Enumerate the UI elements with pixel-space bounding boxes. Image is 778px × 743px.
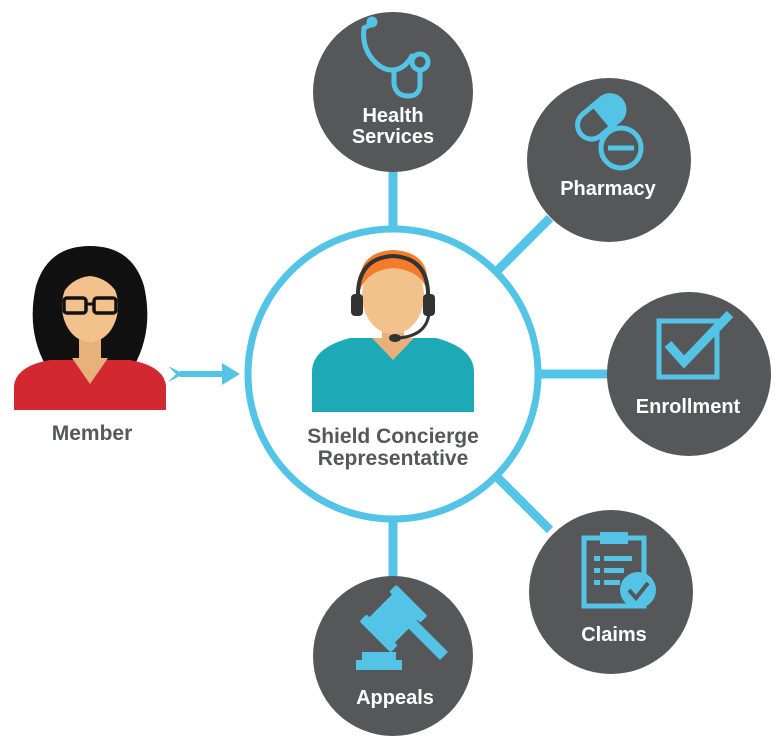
claims-node bbox=[529, 510, 693, 674]
pharmacy-label: Pharmacy bbox=[560, 178, 656, 200]
center-label-line1: Shield Concierge bbox=[307, 425, 479, 448]
woman-with-glasses-icon bbox=[14, 246, 166, 410]
member-label: Member bbox=[51, 422, 133, 445]
health-services-label-line1: Health bbox=[362, 105, 424, 127]
health-services-label: Health Services bbox=[318, 106, 468, 148]
checkbox-check-icon bbox=[656, 310, 734, 380]
enrollment-node bbox=[607, 292, 771, 456]
center-label: Shield Concierge Representative bbox=[273, 425, 513, 471]
enrollment-label: Enrollment bbox=[635, 396, 741, 418]
claims-label: Claims bbox=[581, 624, 647, 646]
health-services-node bbox=[313, 12, 473, 172]
stethoscope-icon bbox=[361, 16, 431, 99]
pill-capsule-icon bbox=[575, 93, 644, 171]
connector-pharmacy bbox=[492, 214, 554, 276]
representative-headset-icon bbox=[312, 250, 474, 412]
gavel-icon bbox=[356, 585, 448, 670]
center-label-line2: Representative bbox=[317, 447, 469, 471]
appeals-label: Appeals bbox=[356, 687, 434, 709]
connectors bbox=[388, 170, 610, 578]
member-arrow bbox=[168, 363, 240, 385]
connector-claims bbox=[492, 472, 554, 534]
health-services-label-line2: Services bbox=[351, 126, 435, 148]
clipboard-check-icon bbox=[581, 532, 656, 609]
